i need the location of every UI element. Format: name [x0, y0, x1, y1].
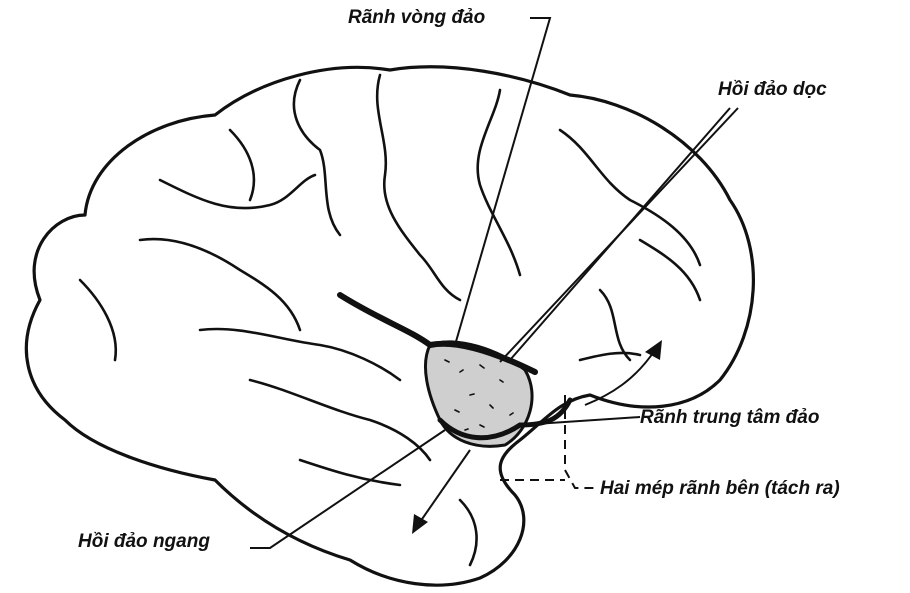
label-lateral-sulcus-lips: Hai mép rãnh bên (tách ra) [600, 479, 840, 498]
label-central-sulcus: Rãnh trung tâm đảo [640, 408, 819, 427]
label-circular-sulcus: Rãnh vòng đảo [348, 8, 485, 27]
brain-outline [26, 67, 753, 585]
label-long-gyrus: Hồi đảo dọc [718, 80, 827, 99]
label-short-gyrus: Hồi đảo ngang [78, 532, 210, 551]
